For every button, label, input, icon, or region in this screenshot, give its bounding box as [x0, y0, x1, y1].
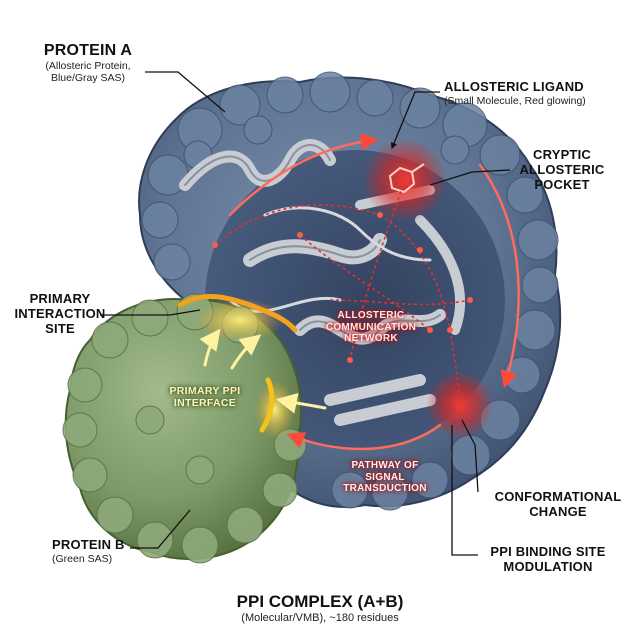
label-conformational-change: CONFORMATIONAL CHANGE	[488, 489, 628, 520]
protein-a-sub-1: (Allosteric Protein,	[45, 60, 131, 73]
network-line2: COMMUNICATION	[325, 321, 417, 333]
label-primary-ppi-interface: PRIMARY PPI INTERFACE	[155, 385, 255, 409]
protein-b-surface	[62, 293, 307, 564]
protein-a-ribbons	[179, 139, 466, 426]
label-protein-b: PROTEIN B (Green SAS)	[52, 537, 142, 565]
cryptic-pocket-line1: CRYPTIC	[533, 147, 591, 162]
label-ppi-modulation: PPI BINDING SITE MODULATION	[478, 544, 618, 575]
cryptic-pocket-line2: ALLOSTERIC	[519, 161, 605, 177]
ppi-modulation-line2: MODULATION	[503, 558, 593, 574]
protein-a-sub-2: Blue/Gray SAS)	[50, 72, 126, 85]
allosteric-network	[214, 179, 471, 406]
ppi-interface-line2: INTERFACE	[173, 397, 237, 410]
network-nodes	[212, 212, 473, 363]
network-line3: NETWORK	[344, 333, 398, 344]
allosteric-ligand-title: ALLOSTERIC LIGAND	[444, 79, 584, 94]
ppi-interface-line1: PRIMARY PPI	[169, 385, 241, 397]
ligand-molecule-icon	[388, 163, 425, 194]
primary-site-line2: INTERACTION	[14, 305, 106, 321]
pathway-line1: PATHWAY OF	[351, 460, 419, 471]
protein-b-sub: (Green SAS)	[52, 552, 113, 565]
signal-arrows	[199, 132, 520, 451]
footer: PPI COMPLEX (A+B) (Molecular/VMB), ~180 …	[170, 592, 470, 624]
footer-sub: (Molecular/VMB), ~180 residues	[241, 611, 399, 624]
leader-lines	[100, 71, 511, 556]
cryptic-pocket-line3: POCKET	[534, 176, 590, 192]
primary-site-line3: SITE	[45, 320, 75, 336]
label-allosteric-network: ALLOSTERIC COMMUNICATION NETWORK	[316, 310, 426, 345]
label-primary-interaction-site: PRIMARY INTERACTION SITE	[10, 291, 110, 337]
protein-b-title: PROTEIN B	[52, 537, 125, 552]
label-protein-a: PROTEIN A (Allosteric Protein, Blue/Gray…	[28, 42, 148, 85]
pathway-line3: TRANSDUCTION	[343, 483, 427, 494]
network-line1: ALLOSTERIC	[337, 310, 405, 321]
label-allosteric-ligand: ALLOSTERIC LIGAND (Small Molecule, Red g…	[444, 79, 634, 107]
label-pathway: PATHWAY OF SIGNAL TRANSDUCTION	[330, 460, 440, 495]
label-cryptic-pocket: CRYPTIC ALLOSTERIC POCKET	[512, 147, 612, 193]
allosteric-ligand-sub: (Small Molecule, Red glowing)	[444, 94, 586, 107]
footer-title: PPI COMPLEX (A+B)	[236, 592, 404, 611]
ppi-modulation-line1: PPI BINDING SITE	[490, 544, 606, 559]
primary-site-line1: PRIMARY	[29, 291, 91, 306]
protein-a-title: PROTEIN A	[43, 42, 133, 59]
pathway-line2: SIGNAL	[365, 471, 405, 483]
conformational-line1: CONFORMATIONAL	[494, 489, 622, 504]
conformational-line2: CHANGE	[529, 503, 587, 519]
